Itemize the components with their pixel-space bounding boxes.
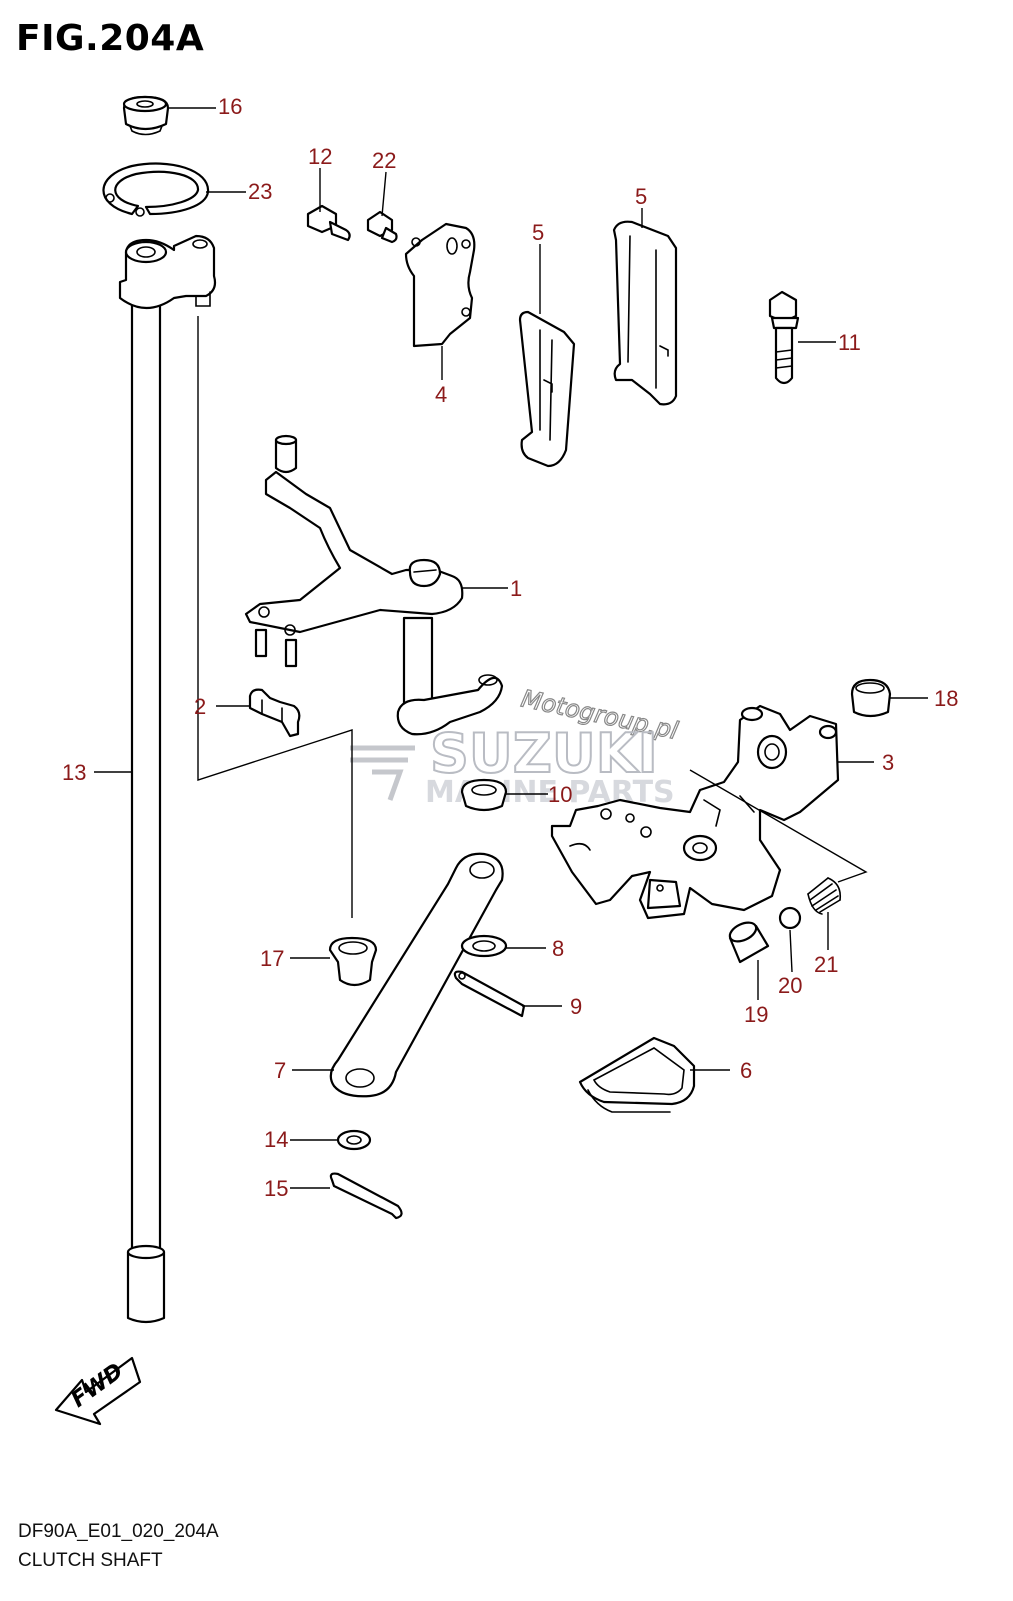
callout-18: 18 xyxy=(934,686,958,711)
part-22-screw xyxy=(366,210,398,244)
watermark-logo xyxy=(350,745,415,801)
part-5-guide-right xyxy=(612,220,678,406)
callout-21: 21 xyxy=(814,952,838,977)
part-21-spring xyxy=(807,877,842,915)
part-11-long-bolt xyxy=(768,290,800,385)
callout-17: 17 xyxy=(260,946,284,971)
callout-4: 4 xyxy=(435,382,447,407)
callout-7: 7 xyxy=(274,1058,286,1083)
part-4-plate xyxy=(404,222,476,348)
callout-6: 6 xyxy=(740,1058,752,1083)
callout-11: 11 xyxy=(838,330,861,355)
callout-3: 3 xyxy=(882,750,894,775)
part-10-grommet xyxy=(460,778,508,812)
callout-22: 22 xyxy=(372,148,396,173)
callout-14: 14 xyxy=(264,1127,288,1152)
callouts: 1 2 3 4 5 5 6 7 8 9 10 11 12 13 14 15 16… xyxy=(62,94,958,1201)
part-17-bushing xyxy=(328,936,378,987)
part-19-sleeve xyxy=(728,921,770,964)
callout-23: 23 xyxy=(248,179,272,204)
part-12-bolt xyxy=(306,204,351,242)
callout-8: 8 xyxy=(552,936,564,961)
callout-2: 2 xyxy=(194,694,206,719)
callout-9: 9 xyxy=(570,994,582,1019)
part-1-clutch-lever xyxy=(244,434,504,736)
forward-arrow-icon: FWD xyxy=(54,1356,142,1426)
figure-title: FIG.204A xyxy=(16,18,205,59)
part-23-circlip xyxy=(102,162,210,217)
part-8-washer xyxy=(460,934,508,958)
part-9-cotter-pin xyxy=(453,970,526,1018)
part-13-clutch-rod xyxy=(118,234,217,1324)
callout-12: 12 xyxy=(308,144,332,169)
part-16-plug xyxy=(122,95,170,136)
callout-19: 19 xyxy=(744,1002,768,1027)
callout-5a: 5 xyxy=(532,220,544,245)
part-5-guide-left xyxy=(518,310,576,468)
callout-13: 13 xyxy=(62,760,86,785)
part-14-washer xyxy=(336,1129,372,1151)
callout-1: 1 xyxy=(510,576,522,601)
drawing-code: DF90A_E01_020_204A xyxy=(18,1521,219,1542)
watermark: Motogroup.pl SUZUKI MARINE PARTS xyxy=(350,684,681,810)
callout-10: 10 xyxy=(548,782,572,807)
callout-20: 20 xyxy=(778,973,802,998)
callout-15: 15 xyxy=(264,1176,288,1201)
callout-5b: 5 xyxy=(635,184,647,209)
callout-16: 16 xyxy=(218,94,242,119)
part-2-clip xyxy=(248,688,301,738)
part-15-cotter-pin xyxy=(329,1172,403,1220)
part-6-seal xyxy=(578,1036,696,1113)
part-7-link xyxy=(329,852,504,1098)
leader-lines xyxy=(94,107,928,1189)
drawing-name: CLUTCH SHAFT xyxy=(18,1550,163,1571)
part-18-plug xyxy=(850,678,892,718)
part-3-housing xyxy=(550,704,840,920)
watermark-brand: SUZUKI xyxy=(430,722,658,785)
part-20-ball xyxy=(778,906,802,930)
